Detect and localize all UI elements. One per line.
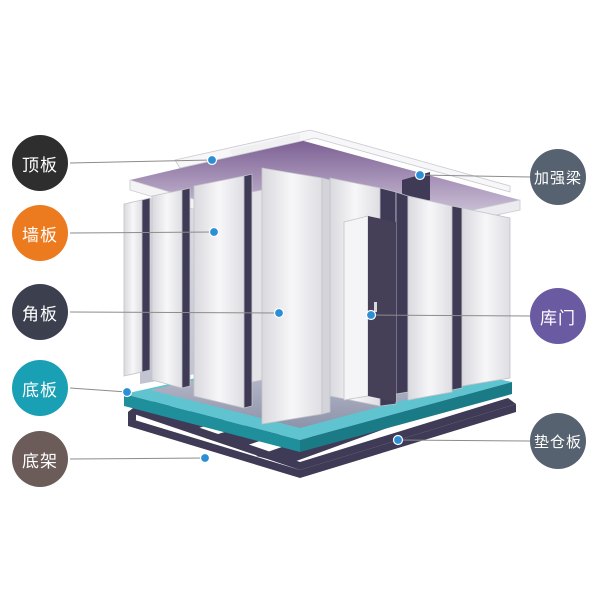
corner-panel <box>261 167 331 425</box>
wall-marker <box>208 226 220 238</box>
floor-label: 底板 <box>22 380 58 401</box>
wall-label: 墙板 <box>22 225 58 246</box>
corner-label: 角板 <box>22 304 58 325</box>
ceiling-marker <box>206 154 218 166</box>
frame-marker <box>199 452 211 464</box>
frame-label-badge: 底架 <box>12 431 68 487</box>
pad-marker <box>392 434 404 446</box>
cold-room-door <box>343 215 396 402</box>
beam-label: 加强梁 <box>533 168 582 187</box>
marker-dots <box>121 154 426 464</box>
ceiling-label-badge: 顶板 <box>12 135 68 191</box>
floor-label-badge: 底板 <box>12 360 68 416</box>
leader-lines <box>69 159 531 460</box>
ceiling-label: 顶板 <box>22 155 58 176</box>
door-label-badge: 库门 <box>530 288 586 344</box>
door-marker <box>365 309 377 321</box>
corner-marker <box>273 307 285 319</box>
pad-label: 垫仓板 <box>533 432 582 451</box>
wall-label-badge: 墙板 <box>12 205 68 261</box>
floor-marker <box>121 386 133 398</box>
beam-marker <box>414 169 426 181</box>
corner-label-badge: 角板 <box>12 284 68 340</box>
beam-label-badge: 加强梁 <box>530 149 586 205</box>
frame-label: 底架 <box>22 451 58 472</box>
door-label: 库门 <box>540 308 576 329</box>
pad-label-badge: 垫仓板 <box>530 413 586 469</box>
